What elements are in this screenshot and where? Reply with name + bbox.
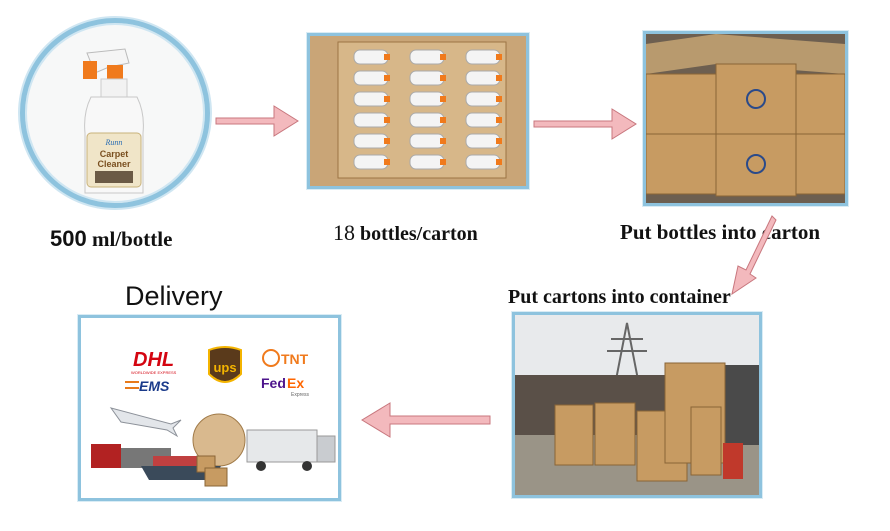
carton-bottle (465, 112, 501, 128)
carton-bottle (409, 112, 445, 128)
bottle-cap (496, 96, 502, 102)
label-line1: Carpet (100, 149, 129, 159)
carton-bottle (409, 49, 445, 65)
bottle-cap (496, 138, 502, 144)
bottle-cap (384, 138, 390, 144)
bottle-unit: ml/bottle (86, 227, 173, 251)
arrow-right-1 (215, 105, 299, 137)
bottle-cap (440, 75, 446, 81)
bottle-cap (440, 96, 446, 102)
dhl-logo: DHL (133, 349, 174, 371)
bottle-cap (384, 75, 390, 81)
container-photo-frame (512, 312, 762, 498)
carton-photo-frame (307, 33, 529, 189)
carton-unit: bottles/carton (355, 223, 478, 245)
spray-bottle-image: Runn Carpet Cleaner (83, 48, 144, 194)
fedex-fed: Fed (261, 375, 286, 391)
stacked-cartons-frame (643, 31, 848, 206)
bottle-cap (496, 75, 502, 81)
bottle-cap (440, 138, 446, 144)
carton-qty: 18 (333, 220, 355, 245)
carton-bottle (353, 91, 389, 107)
container-caption: Put cartons into container (508, 286, 731, 308)
bottle-cap (384, 54, 390, 60)
pack-caption: Put bottles into carton (620, 220, 821, 244)
bottle-cap (384, 159, 390, 165)
carton-bottle (409, 70, 445, 86)
label-line2: Cleaner (97, 159, 131, 169)
carton-bottle (465, 49, 501, 65)
carton-bottles-image (310, 36, 526, 186)
dhl-sub: WORLDWIDE EXPRESS (131, 370, 177, 375)
brand-text: Runn (105, 138, 123, 147)
bottle-caption: 500 ml/bottle (50, 226, 172, 252)
carton-bottle (409, 133, 445, 149)
truck-red-icon (91, 444, 121, 468)
carton-bottle (465, 91, 501, 107)
carton-bottle (409, 154, 445, 170)
bottle-cap (440, 54, 446, 60)
ups-shield-icon (208, 346, 242, 383)
delivery-caption: Delivery (125, 281, 223, 311)
carton-bottle (353, 154, 389, 170)
carton-bottle (353, 49, 389, 65)
bottle-photo-circle: Runn Carpet Cleaner (20, 18, 210, 208)
carton-bottle (353, 133, 389, 149)
bottle-cap (440, 117, 446, 123)
bottle-cap (440, 159, 446, 165)
fedex-sub: Express (291, 392, 310, 398)
airplane-icon (109, 407, 182, 438)
carton-bottle (465, 133, 501, 149)
carton-bottle (409, 91, 445, 107)
bottle-cap (384, 96, 390, 102)
arrow-down-3 (731, 215, 777, 296)
bottle-cap (496, 159, 502, 165)
bottle-cap (496, 117, 502, 123)
carton-caption: 18 bottles/carton (333, 220, 478, 246)
carton-bottle (353, 70, 389, 86)
bottle-cap (384, 117, 390, 123)
ems-logo: EMS (139, 378, 170, 394)
arrow-right-2 (533, 108, 637, 140)
bottle-cap (496, 54, 502, 60)
fedex-ex: Ex (287, 375, 304, 391)
tnt-logo: TNT (281, 351, 309, 367)
arrow-left-4 (361, 402, 491, 438)
container-loading-image (515, 315, 759, 495)
truck-white-icon (246, 429, 318, 463)
ups-logo: ups (213, 360, 236, 375)
carton-bottle (353, 112, 389, 128)
stacked-cartons-image (646, 34, 845, 203)
carton-bottle (465, 70, 501, 86)
carton-bottle (465, 154, 501, 170)
bottle-qty: 500 (50, 226, 87, 251)
